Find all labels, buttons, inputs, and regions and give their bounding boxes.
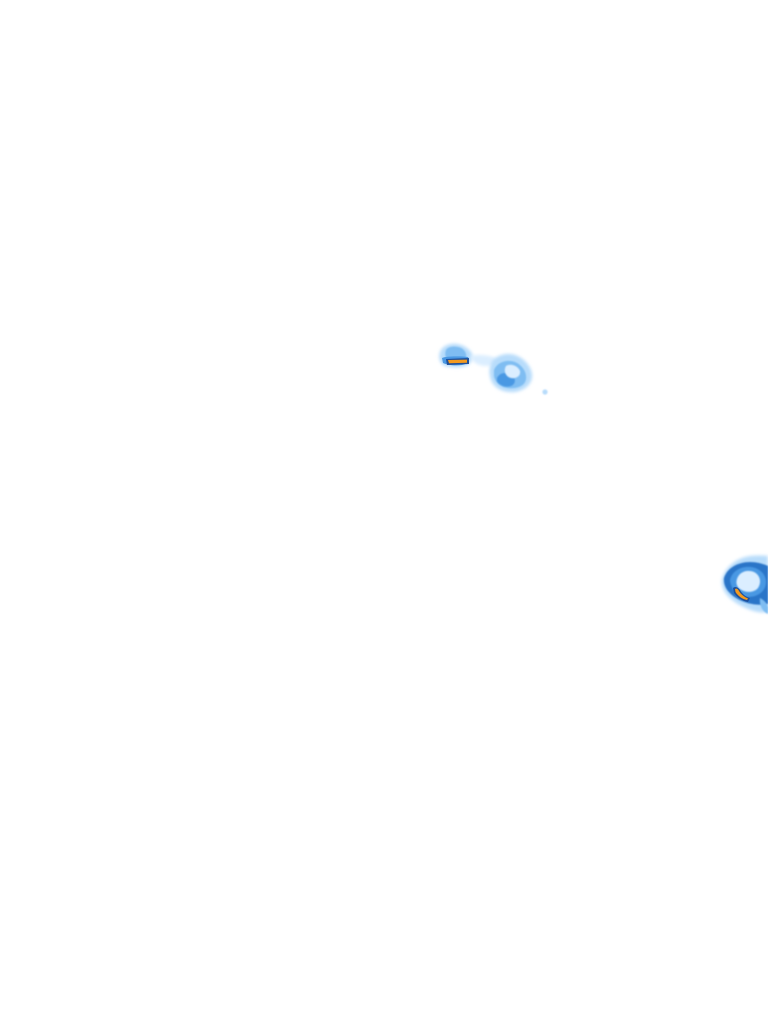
precip-very-light-center: [736, 570, 761, 592]
precip-intense-core: [448, 359, 467, 364]
radar-cell-north-east: [489, 354, 548, 395]
precip-moderate-tail: [759, 598, 768, 614]
radar-cell-north-west: [439, 343, 497, 368]
precip-intense-core: [735, 588, 748, 600]
precip-very-light-center: [504, 364, 521, 379]
precip-speck: [542, 389, 548, 395]
precip-very-light-band: [470, 354, 497, 366]
radar-cell-east-edge: [721, 555, 768, 614]
